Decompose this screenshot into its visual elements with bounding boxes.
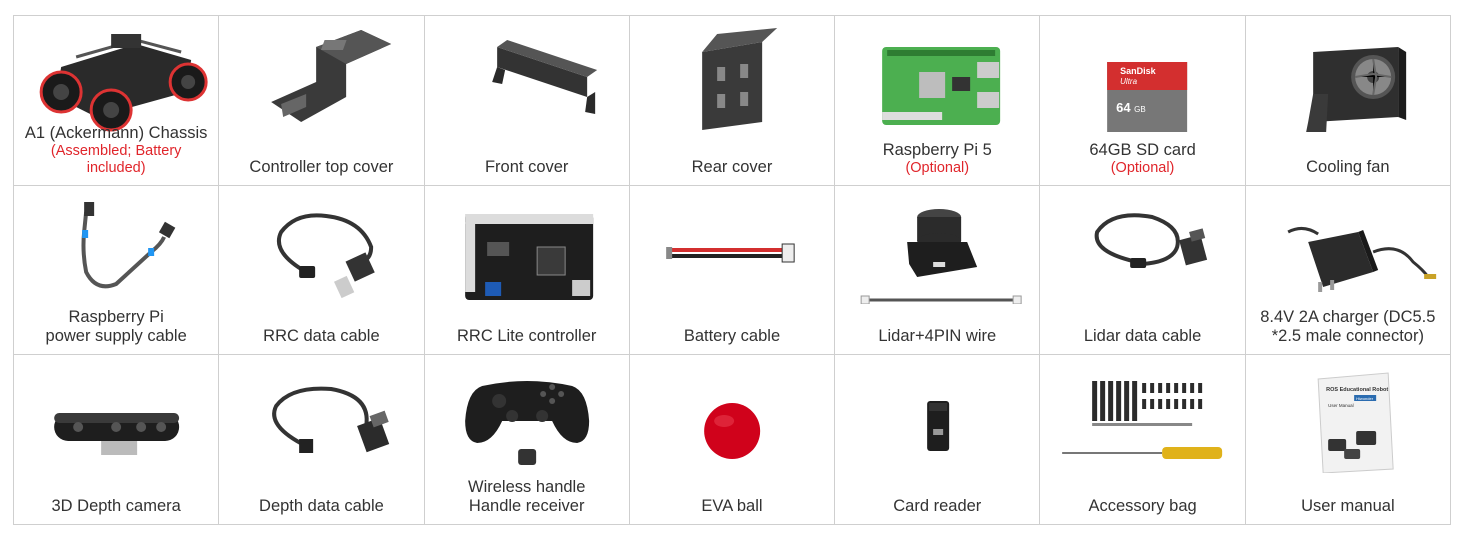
item-label: A1 (Ackermann) Chassis [24, 123, 208, 142]
item-rear-cover: Rear cover [629, 16, 836, 186]
controller-board-icon [464, 213, 593, 300]
item-label: Rear cover [691, 157, 773, 176]
item-note: (Optional) [1110, 159, 1175, 176]
item-label: Battery cable [683, 327, 781, 346]
sd-brand: SanDisk [1121, 66, 1158, 76]
item-rrc-data-cable: RRC data cable [219, 185, 425, 356]
item-label: Accessory bag [1088, 497, 1197, 515]
card-reader-icon [927, 401, 950, 452]
rear-cover-icon [701, 28, 777, 130]
item-battery-cable: Battery cable [629, 185, 836, 356]
item-label: Raspberry Pi power supply cable [45, 308, 187, 346]
fan-icon [1305, 47, 1406, 132]
item-power-cable: Raspberry Pi power supply cable [14, 185, 220, 356]
item-accessory-bag: Accessory bag [1040, 355, 1246, 525]
item-label: Wireless handle Handle receiver [468, 478, 586, 515]
item-label: 64GB SD card [1089, 140, 1196, 159]
item-label: 3D Depth camera [51, 497, 181, 515]
raspberry-pi-icon [882, 47, 1001, 125]
item-label: Lidar+4PIN wire [878, 327, 997, 346]
item-label: EVA ball [701, 497, 763, 515]
lidar-cable-icon [1095, 212, 1208, 268]
manual-brand: Hiwonder [1356, 396, 1374, 401]
ball-icon [703, 403, 760, 460]
sd-line: Ultra [1121, 77, 1138, 86]
item-lidar: Lidar+4PIN wire [835, 185, 1041, 356]
item-label: Cooling fan [1306, 157, 1390, 176]
item-label: Card reader [893, 497, 982, 515]
item-lidar-data-cable: Lidar data cable [1040, 185, 1246, 356]
item-wireless-handle: Wireless handle Handle receiver [424, 355, 630, 525]
item-cooling-fan: Cooling fan [1245, 16, 1451, 186]
item-card-reader: Card reader [835, 355, 1041, 525]
sd-capacity: 64 [1117, 100, 1132, 115]
item-label: Lidar data cable [1083, 327, 1202, 346]
item-note: (Assembled; Battery included) [50, 142, 182, 176]
charger-icon [1287, 226, 1436, 292]
usb-cable-icon [277, 213, 376, 298]
item-rrc-lite-controller: RRC Lite controller [424, 185, 630, 356]
item-label: Raspberry Pi 5 [882, 140, 992, 159]
item-label: 8.4V 2A charger (DC5.5 *2.5 male connect… [1260, 308, 1436, 346]
item-user-manual: ROS Educational Robot Hiwonder User Manu… [1245, 355, 1451, 525]
item-depth-camera: 3D Depth camera [14, 355, 220, 525]
item-chassis: A1 (Ackermann) Chassis(Assembled; Batter… [14, 16, 220, 186]
lidar-icon [860, 208, 1022, 304]
depth-cable-icon [272, 386, 390, 454]
item-label: Depth data cable [259, 497, 384, 515]
screws-icon [1062, 381, 1223, 460]
top-cover-icon [271, 30, 392, 122]
item-eva-ball: EVA ball [629, 355, 836, 525]
manual-icon: ROS Educational Robot Hiwonder User Manu… [1317, 372, 1394, 474]
item-depth-data-cable: Depth data cable [219, 355, 425, 525]
gamepad-icon [464, 381, 589, 466]
front-cover-icon [491, 40, 597, 114]
item-charger: 8.4V 2A charger (DC5.5 *2.5 male connect… [1245, 185, 1451, 356]
item-label: RRC data cable [263, 327, 380, 346]
item-label: RRC Lite controller [457, 327, 597, 346]
item-note: (Optional) [905, 159, 970, 176]
sd-unit: GB [1135, 105, 1147, 114]
item-front-cover: Front cover [424, 16, 630, 186]
item-label: Front cover [484, 157, 569, 176]
chassis-icon [39, 34, 208, 132]
package-contents-grid: A1 (Ackermann) Chassis(Assembled; Batter… [13, 15, 1451, 525]
power-cable-icon [81, 201, 176, 288]
item-label: Controller top cover [249, 157, 394, 176]
depth-camera-icon [54, 413, 180, 456]
item-sd-card: SanDisk Ultra 64 GB 64GB SD card(Optiona… [1040, 16, 1246, 186]
manual-subtitle: User Manual [1328, 403, 1354, 408]
battery-cable-icon [665, 243, 795, 263]
item-top-cover: Controller top cover [219, 16, 425, 186]
manual-title: ROS Educational Robot [1326, 387, 1388, 393]
item-raspberry-pi: Raspberry Pi 5(Optional) [835, 16, 1041, 186]
item-label: User manual [1301, 497, 1395, 515]
sd-card-icon: SanDisk Ultra 64 GB [1107, 62, 1188, 132]
